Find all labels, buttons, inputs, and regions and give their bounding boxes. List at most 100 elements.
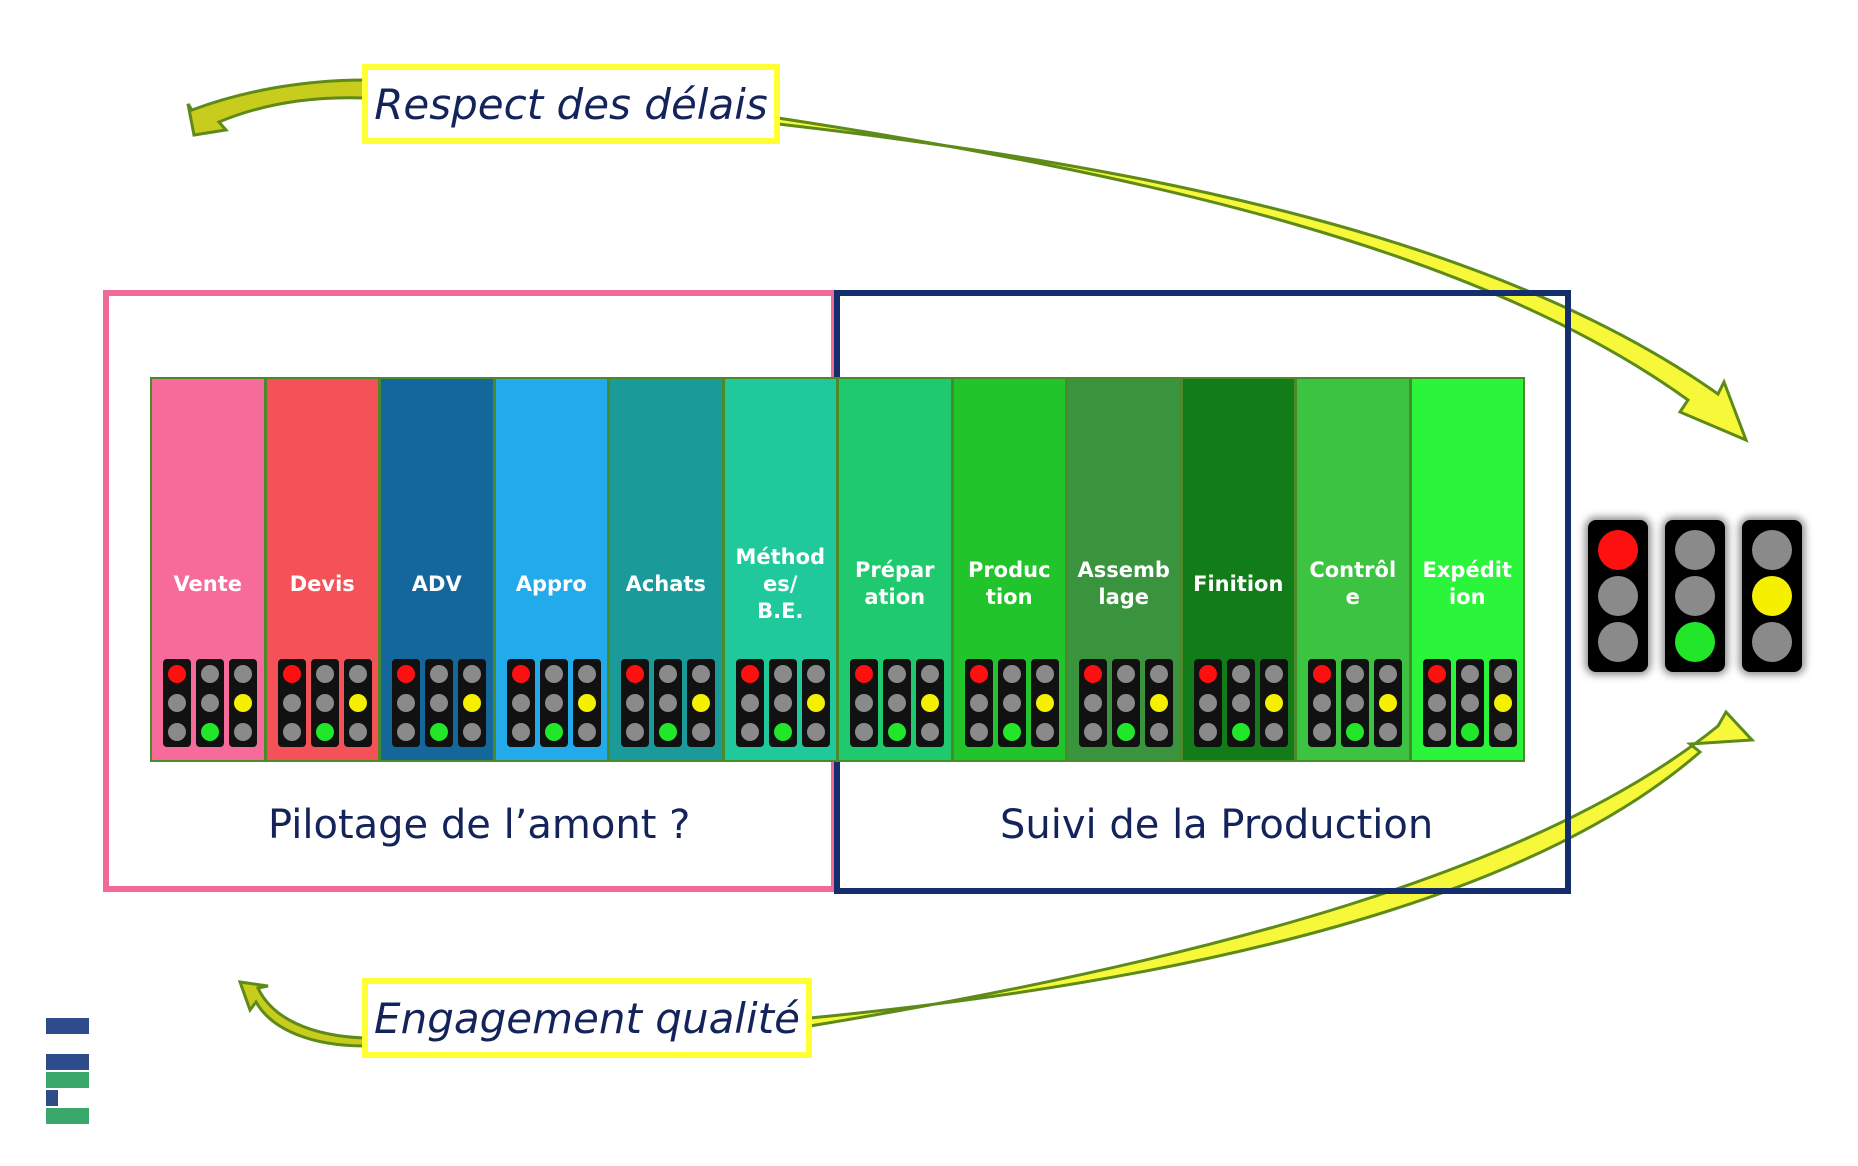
traffic-light-icon [163, 659, 191, 747]
traffic-light-icon [654, 659, 682, 747]
lamp [315, 665, 334, 683]
callout-engagement-qualite: Engagement qualité [362, 978, 812, 1058]
step-label: Méthod es/ B.E. [735, 544, 826, 623]
lamp [1598, 622, 1638, 662]
traffic-light-icon [735, 659, 764, 747]
traffic-light-icon [801, 659, 830, 747]
lamp [1427, 694, 1446, 712]
lamp [1460, 723, 1479, 741]
step-label: Prépar ation [854, 558, 935, 609]
step-column: Achats [608, 377, 724, 762]
step-column: Assemb lage [1066, 377, 1182, 762]
lamp [511, 694, 530, 712]
traffic-light-icon [997, 659, 1026, 747]
lamp [855, 665, 873, 683]
traffic-light-icon [1308, 659, 1336, 747]
lamp [201, 723, 219, 741]
lamp [1035, 723, 1054, 741]
traffic-light-icon [1374, 659, 1402, 747]
step-column: Contrôl e [1295, 377, 1411, 762]
traffic-light-icon [1341, 659, 1369, 747]
step-label: Contrôl e [1309, 558, 1397, 609]
lamp [1150, 694, 1168, 712]
lamp [659, 665, 677, 683]
lamp [1675, 622, 1715, 662]
lamp [168, 665, 186, 683]
lamp [234, 723, 252, 741]
lamp [282, 694, 301, 712]
lamp [1675, 530, 1715, 570]
lamp [1460, 665, 1479, 683]
lamp [1002, 723, 1021, 741]
lamp [1150, 723, 1168, 741]
lamp [430, 723, 448, 741]
traffic-light-icon [687, 659, 715, 747]
lamp [463, 723, 481, 741]
lamp [1198, 723, 1217, 741]
lamp [1598, 576, 1638, 616]
step-column: Appro [493, 377, 609, 762]
step-column: Finition [1180, 377, 1296, 762]
lamp [806, 694, 825, 712]
lamp [1150, 665, 1168, 683]
lamp [1264, 694, 1283, 712]
traffic-light-icon [621, 659, 649, 747]
lamp [430, 694, 448, 712]
lamp [740, 665, 759, 683]
lamp [888, 694, 906, 712]
lamp [168, 694, 186, 712]
curved-arrow-icon [237, 980, 367, 1048]
lamp [1264, 723, 1283, 741]
caption-pilotage-amont: Pilotage de l’amont ? [268, 802, 691, 848]
lamp [692, 723, 710, 741]
lamp [1231, 694, 1250, 712]
lamp [659, 694, 677, 712]
lamp [921, 694, 939, 712]
lamp [1752, 530, 1792, 570]
lamp [1346, 694, 1364, 712]
lamp [1493, 723, 1512, 741]
lamp [1117, 723, 1135, 741]
traffic-light-icon [1742, 520, 1802, 672]
lamp [234, 665, 252, 683]
lamp [888, 723, 906, 741]
traffic-light-icon [277, 659, 306, 747]
curved-arrow-icon [186, 78, 367, 137]
lamp [315, 694, 334, 712]
traffic-light-icon [196, 659, 224, 747]
lamp [282, 723, 301, 741]
traffic-light-icon [1488, 659, 1517, 747]
step-label: ADV [411, 571, 462, 596]
traffic-light-icon [458, 659, 486, 747]
lamp [921, 665, 939, 683]
step-column: ADV [379, 377, 495, 762]
traffic-light-icon [343, 659, 372, 747]
lamp [577, 723, 596, 741]
lamp [1346, 665, 1364, 683]
long-arrow-top [776, 116, 1749, 443]
lamp [1427, 723, 1446, 741]
lamp [740, 723, 759, 741]
lamp [348, 723, 367, 741]
traffic-light-icon [1259, 659, 1288, 747]
lamp [1231, 665, 1250, 683]
step-label: Assemb lage [1077, 558, 1170, 609]
lamp [1084, 665, 1102, 683]
lamp [1117, 694, 1135, 712]
lamp [1379, 723, 1397, 741]
lamp [397, 723, 415, 741]
traffic-light-icon [229, 659, 257, 747]
step-label: Expédit ion [1422, 558, 1512, 609]
traffic-light-icon [916, 659, 944, 747]
step-column: Vente [150, 377, 266, 762]
step-label: Devis [289, 571, 355, 596]
lamp [1346, 723, 1364, 741]
step-column: Devis [264, 377, 380, 762]
traffic-light-icon [1079, 659, 1107, 747]
lamp [626, 694, 644, 712]
traffic-light-icon [506, 659, 535, 747]
lamp [282, 665, 301, 683]
lamp [1313, 723, 1331, 741]
lamp [855, 723, 873, 741]
